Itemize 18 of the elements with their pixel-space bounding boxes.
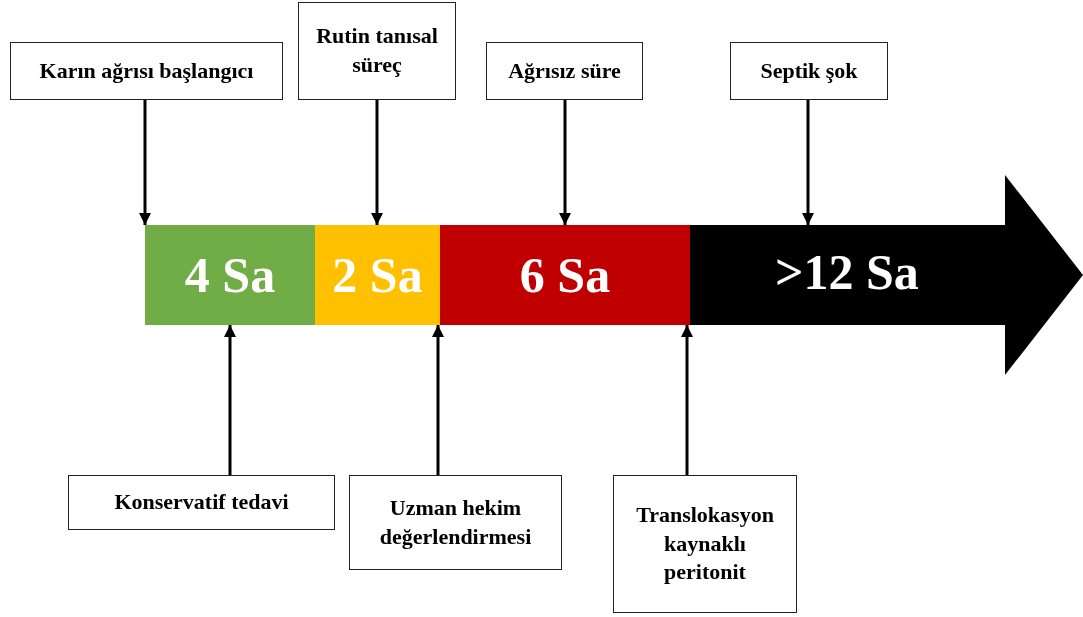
arrow [224, 325, 236, 475]
text-box: Septik şok [730, 42, 888, 100]
arrow [559, 100, 571, 225]
duration-label: >12 Sa [775, 243, 919, 301]
text-box: Rutin tanısal süreç [298, 2, 456, 100]
timeline-segment: 2 Sa [315, 225, 440, 325]
text-box: Uzman hekim değerlendirmesi [349, 475, 562, 570]
text-box: Konservatif tedavi [68, 475, 335, 530]
arrow [139, 100, 151, 225]
timeline-segment: 6 Sa [440, 225, 690, 325]
text-box: Translokasyon kaynaklı peritonit [613, 475, 797, 613]
text-box: Ağrısız süre [486, 42, 643, 100]
arrow [681, 325, 693, 475]
timeline-segment: 4 Sa [145, 225, 315, 325]
arrow [371, 100, 383, 225]
arrow [432, 325, 444, 475]
text-box: Karın ağrısı başlangıcı [10, 42, 283, 100]
arrow [802, 100, 814, 225]
